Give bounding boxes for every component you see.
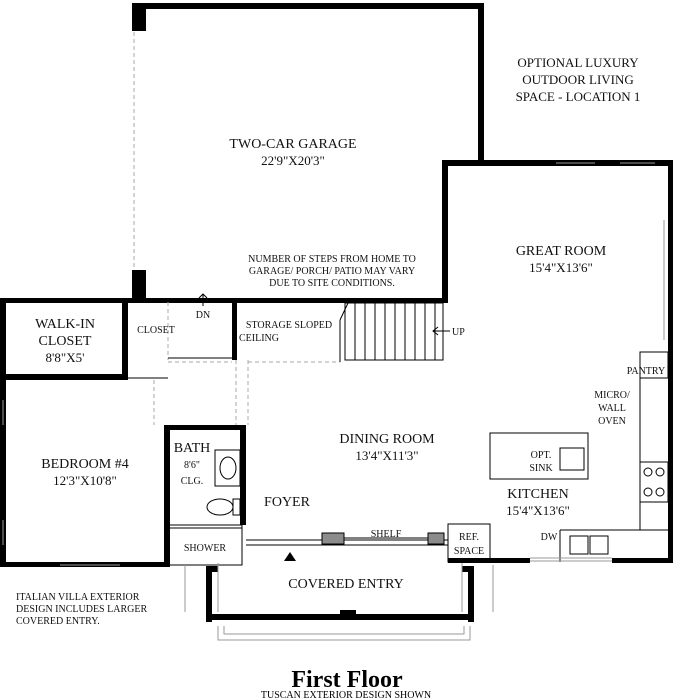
kitchen-island (489, 432, 589, 480)
garage-walls (132, 3, 484, 298)
kitchen-name: KITCHEN (507, 487, 568, 502)
steps-note-line1: NUMBER OF STEPS FROM HOME TO (248, 254, 416, 265)
steps-note-line2: GARAGE/ PORCH/ PATIO MAY VARY (249, 266, 415, 277)
burner-icon (643, 487, 653, 497)
garage-house-wall (0, 298, 448, 360)
foyer-name: FOYER (264, 495, 311, 510)
burner-icon (655, 467, 665, 477)
italian-note-line1: ITALIAN VILLA EXTERIOR (16, 592, 140, 603)
great-room-size: 15'4"X13'6" (529, 260, 593, 275)
burner-icon (643, 467, 653, 477)
outdoor-living-line2: OUTDOOR LIVING (522, 72, 634, 87)
bath-size: 8'6" (184, 460, 200, 471)
micro-line1: MICRO/ (594, 390, 630, 401)
steps-note-line3: DUE TO SITE CONDITIONS. (269, 278, 395, 289)
pantry-box (639, 351, 669, 379)
closet-label: CLOSET (137, 325, 175, 336)
outdoor-living-line1: OPTIONAL LUXURY (517, 55, 639, 70)
storage-line1: STORAGE SLOPED (246, 320, 332, 331)
bedroom-walls (0, 380, 170, 567)
opt-sink-line1: OPT. (531, 450, 552, 461)
dining-room-size: 13'4"X11'3" (355, 448, 418, 463)
shower-label: SHOWER (184, 543, 227, 554)
dn-label: DN (196, 310, 210, 321)
toilet-icon (206, 498, 234, 516)
micro-line2: WALL (598, 403, 626, 414)
up-label: UP (452, 327, 465, 338)
sink-left-icon (569, 535, 589, 555)
bath-note: CLG. (181, 476, 204, 487)
garage-name: TWO-CAR GARAGE (229, 137, 356, 152)
stairs (198, 293, 450, 362)
walk-in-closet-line2: CLOSET (39, 334, 92, 349)
plan-title: First Floor (291, 667, 403, 693)
walk-in-closet-size: 8'8"X5' (46, 350, 85, 365)
bedroom-size: 12'3"X10'8" (53, 473, 117, 488)
post (321, 532, 345, 545)
walk-in-closet-line1: WALK-IN (35, 317, 95, 332)
post (427, 532, 445, 545)
dining-room-name: DINING ROOM (339, 432, 435, 447)
great-room-walls (442, 160, 673, 562)
bedroom-name: BEDROOM #4 (41, 457, 129, 472)
corridor-lines (235, 360, 340, 425)
entry-walls (165, 527, 448, 566)
covered-entry-name: COVERED ENTRY (288, 577, 404, 592)
entry-triangle-icon (284, 552, 296, 561)
ref-line1: REF. (459, 532, 479, 543)
pantry-label: PANTRY (627, 366, 666, 377)
sink-icon (219, 456, 237, 480)
garage-size: 22'9"X20'3" (261, 153, 325, 168)
dw-label: DW (541, 532, 558, 543)
burner-icon (655, 487, 665, 497)
covered-entry-walls (184, 563, 494, 641)
italian-note-line3: COVERED ENTRY. (16, 616, 100, 627)
opt-sink-line2: SINK (529, 463, 553, 474)
kitchen-size: 15'4"X13'6" (506, 503, 570, 518)
storage-line2: CEILING (239, 333, 279, 344)
room-labels: TWO-CAR GARAGE 22'9"X20'3" OPTIONAL LUXU… (16, 55, 665, 698)
outdoor-living-line3: SPACE - LOCATION 1 (516, 89, 641, 104)
plan-subtitle: TUSCAN EXTERIOR DESIGN SHOWN (261, 690, 431, 698)
shelf-label: SHELF (371, 529, 402, 540)
island-sink-icon (559, 447, 585, 471)
sink-right-icon (589, 535, 609, 555)
walk-in-closet-walls (0, 298, 232, 380)
italian-note-line2: DESIGN INCLUDES LARGER (16, 604, 147, 615)
bath-name: BATH (174, 441, 211, 456)
micro-line3: OVEN (598, 416, 626, 427)
great-room-name: GREAT ROOM (516, 244, 607, 259)
kitchen-fixtures (447, 351, 673, 563)
ref-line2: SPACE (454, 546, 484, 557)
